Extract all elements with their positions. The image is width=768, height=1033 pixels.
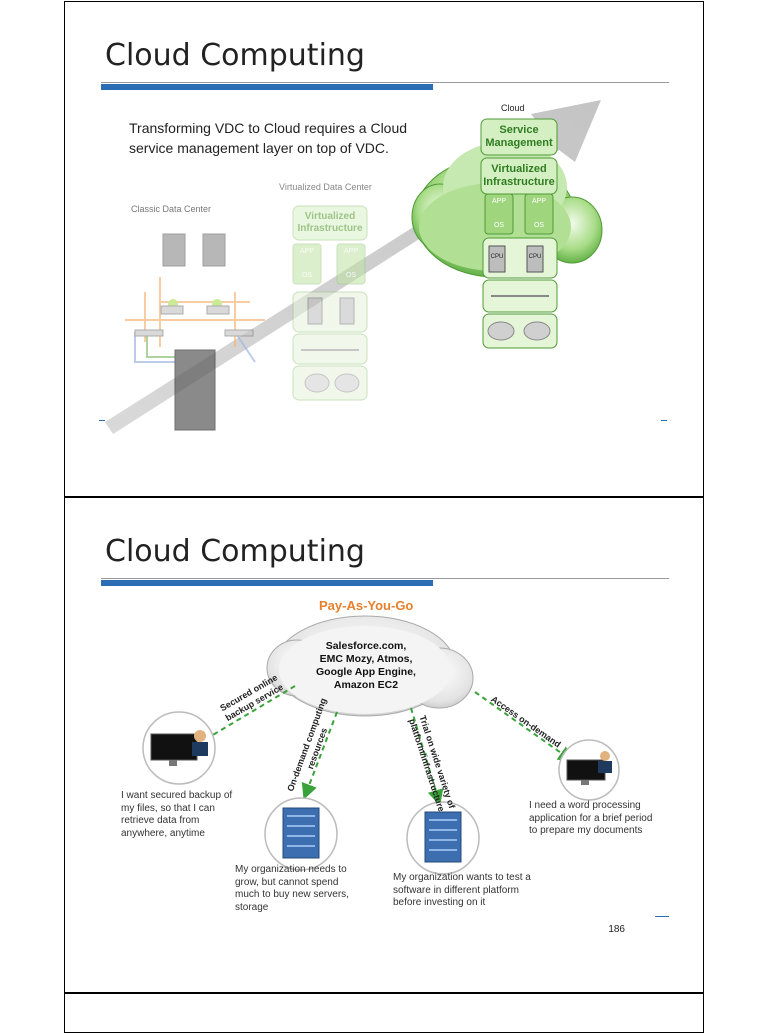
arrow-access (474, 691, 575, 763)
server-icon (307, 297, 323, 325)
user-backup-node (142, 711, 216, 785)
vdc-virtual-layer (292, 205, 368, 241)
switch (160, 305, 184, 315)
person-icon (192, 742, 208, 756)
vdc-to-cloud-diagram (105, 100, 603, 434)
corner-mark (655, 916, 669, 917)
service-management-box (480, 118, 558, 156)
person-icon (194, 730, 206, 742)
cpu-label: CPU (528, 254, 542, 260)
slide-2: Cloud Computing Pay-As-You-Go (64, 497, 704, 993)
server-tower (162, 233, 186, 267)
cloud-os-label: OS (493, 221, 505, 229)
switch (134, 329, 164, 337)
pay-as-you-go-label: Pay-As-You-Go (319, 598, 414, 613)
slide-title: Cloud Computing (105, 38, 365, 73)
storage-rack (174, 349, 216, 431)
arrow-ondemand (301, 711, 338, 800)
label-cloud: Cloud (501, 103, 525, 113)
switch (206, 305, 230, 315)
user-word-node (558, 739, 620, 801)
vdc-app-box (336, 243, 366, 285)
cpu-label: CPU (490, 254, 504, 260)
disk-icon (523, 321, 551, 341)
disk-icon (304, 373, 330, 393)
title-accent-bar (101, 84, 433, 90)
cloud-app-label: APP (531, 197, 546, 205)
person-icon (600, 751, 610, 761)
label-classic-datacenter: Classic Data Center (131, 204, 212, 214)
switch (224, 329, 254, 337)
slide-title: Cloud Computing (105, 534, 365, 569)
cloud-stack (480, 118, 558, 349)
caption-word: I need a word processing application for… (529, 800, 653, 836)
provider-item: Amazon EC2 (333, 679, 399, 691)
service-management-label: Service Management (485, 124, 553, 149)
vdc-compute-layer (292, 291, 368, 333)
cpu-icon (526, 245, 544, 273)
cloud-app-label: APP (491, 197, 506, 205)
vdc-app-box (292, 243, 322, 285)
cloud-virtual-box (480, 157, 558, 195)
slide-subtitle: Transforming VDC to Cloud requires a Clo… (129, 120, 408, 156)
person-icon (598, 761, 612, 773)
classic-datacenter-illustration (125, 233, 265, 431)
provider-item: Google App Engine, (316, 666, 416, 678)
org-grow-node (264, 797, 338, 871)
cloud-os-label: OS (533, 221, 545, 229)
disk-icon (334, 373, 360, 393)
monitor-icon (150, 733, 198, 761)
corner-mark (99, 420, 105, 421)
provider-item: EMC Mozy, Atmos, (319, 653, 413, 665)
provider-list: Salesforce.com, EMC Mozy, Atmos, Google … (291, 640, 441, 692)
label-virtualized-datacenter: Virtualized Data Center (279, 182, 372, 192)
disk-icon (487, 321, 515, 341)
vdc-os-label: OS (301, 271, 313, 279)
caption-backup: I want secured backup of my files, so th… (121, 790, 233, 839)
vdc-os-label: OS (345, 271, 357, 279)
vdc-app-label: APP (299, 247, 314, 255)
caption-grow: My organization needs to grow, but canno… (235, 864, 349, 913)
slide-1: Cloud Computing Transforming VDC to Clou… (64, 1, 704, 497)
arrow-backup (197, 685, 296, 745)
title-rule (101, 82, 669, 83)
corner-mark (661, 420, 667, 421)
cpu-icon (488, 245, 506, 273)
caption-test: My organization wants to test a software… (393, 872, 531, 908)
vdc-app-label: APP (343, 247, 358, 255)
title-rule (101, 578, 669, 579)
vdc-stack (292, 205, 368, 401)
org-test-node (406, 801, 480, 875)
page-number: 186 (608, 924, 625, 935)
server-tower (202, 233, 226, 267)
provider-item: Salesforce.com, (325, 640, 407, 652)
cloud-virtual-label: Virtualized Infrastructure (483, 163, 555, 188)
vdc-virtual-label: Virtualized Infrastructure (297, 211, 363, 234)
slide-3-partial (64, 993, 704, 1033)
title-accent-bar (101, 580, 433, 586)
server-icon (339, 297, 355, 325)
pay-as-you-go-diagram (142, 615, 620, 875)
cloud-app-box (524, 193, 554, 235)
cloud-app-box (484, 193, 514, 235)
provider-cloud (266, 615, 474, 717)
arrow-trial (410, 707, 444, 806)
